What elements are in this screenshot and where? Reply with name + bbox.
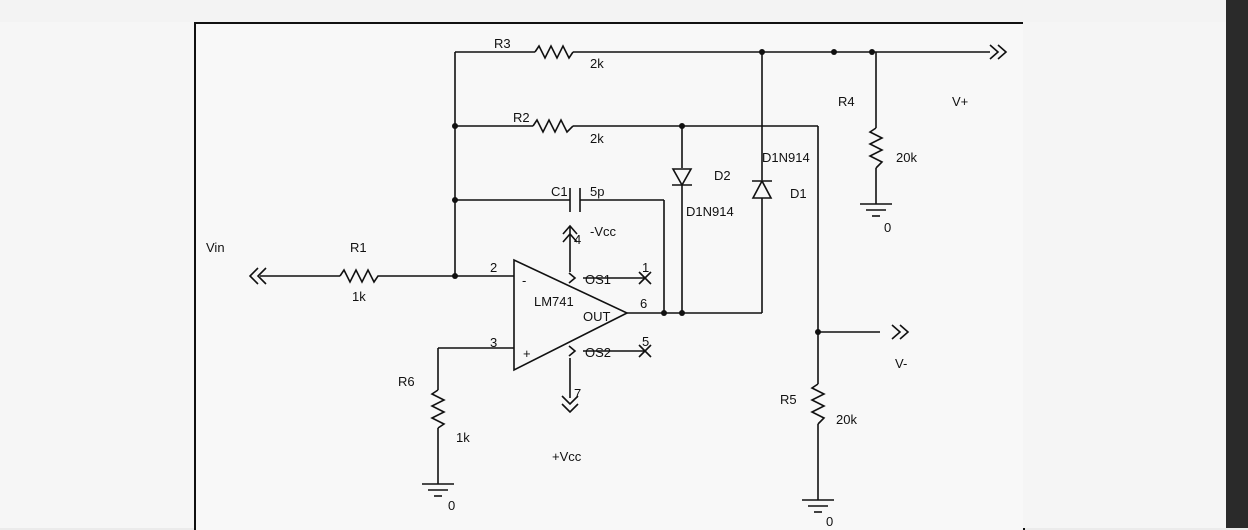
resistor-r6-symbol xyxy=(430,389,446,429)
label-neg-vcc: -Vcc xyxy=(590,224,617,239)
ground-symbol-r6 xyxy=(422,483,454,497)
label-pin4: 4 xyxy=(574,232,581,247)
label-vminus: V- xyxy=(895,356,907,371)
label-r6-ref: R6 xyxy=(398,374,415,389)
label-ground-r5: 0 xyxy=(826,514,833,528)
scan-page-left-margin xyxy=(0,22,194,528)
wires xyxy=(260,51,990,500)
label-r3-ref: R3 xyxy=(494,36,511,51)
label-pin3: 3 xyxy=(490,335,497,350)
label-r1-value: 1k xyxy=(352,289,366,304)
label-d2-ref: D2 xyxy=(714,168,731,183)
opamp-lm741-symbol xyxy=(513,258,629,372)
port-vminus-arrow xyxy=(891,324,910,340)
junction-dots xyxy=(452,49,875,335)
ground-symbol-r5 xyxy=(802,499,834,513)
label-pin2: 2 xyxy=(490,260,497,275)
label-r6-value: 1k xyxy=(456,430,470,445)
label-opamp-os2: OS2 xyxy=(585,345,611,360)
label-c1-ref: C1 xyxy=(551,184,568,199)
label-r4-value: 20k xyxy=(896,150,917,165)
resistor-r4-symbol xyxy=(868,127,884,169)
label-pin7: 7 xyxy=(574,386,581,401)
port-vplus-arrow xyxy=(989,44,1008,60)
ground-symbol-r4 xyxy=(860,203,892,217)
label-pos-vcc: +Vcc xyxy=(552,449,582,464)
label-r3-value: 2k xyxy=(590,56,604,71)
label-r2-ref: R2 xyxy=(513,110,530,125)
label-r4-ref: R4 xyxy=(838,94,855,109)
scan-edge xyxy=(1226,0,1248,528)
label-ground-r6: 0 xyxy=(448,498,455,513)
label-pin6: 6 xyxy=(640,296,647,311)
label-d1-ref: D1 xyxy=(790,186,807,201)
no-connect-markers xyxy=(638,271,652,358)
resistor-r5-symbol xyxy=(810,383,826,425)
label-vin: Vin xyxy=(206,240,225,255)
port-neg-vcc-arrow xyxy=(562,224,578,243)
label-r5-value: 20k xyxy=(836,412,857,427)
label-opamp-minus: - xyxy=(522,273,526,288)
resistor-r3-symbol xyxy=(534,44,574,60)
diode-d1-symbol xyxy=(751,179,773,199)
resistor-r2-symbol xyxy=(532,118,574,134)
port-pos-vcc-arrow xyxy=(561,395,579,414)
scan-page-right-margin xyxy=(1023,22,1226,528)
label-r2-value: 2k xyxy=(590,131,604,146)
label-c1-value: 5p xyxy=(590,184,604,199)
label-opamp-out: OUT xyxy=(583,309,611,324)
diode-d2-symbol xyxy=(671,168,693,187)
label-ground-r4: 0 xyxy=(884,220,891,235)
label-pin1: 1 xyxy=(642,260,649,275)
port-vin-arrow xyxy=(248,267,267,285)
label-d2-model: D1N914 xyxy=(686,204,734,219)
label-opamp-os1: OS1 xyxy=(585,272,611,287)
resistor-r1-symbol xyxy=(339,268,382,284)
capacitor-c1-symbol xyxy=(569,188,581,212)
label-r5-ref: R5 xyxy=(780,392,797,407)
label-pin5: 5 xyxy=(642,334,649,349)
label-r1-ref: R1 xyxy=(350,240,367,255)
labels: Vin R1 1k R3 2k R2 2k C1 5p -Vcc 4 D2 D1… xyxy=(206,36,968,528)
label-d1-model: D1N914 xyxy=(762,150,810,165)
label-opamp-name: LM741 xyxy=(534,294,574,309)
label-opamp-plus: + xyxy=(523,346,531,361)
label-vplus: V+ xyxy=(952,94,968,109)
